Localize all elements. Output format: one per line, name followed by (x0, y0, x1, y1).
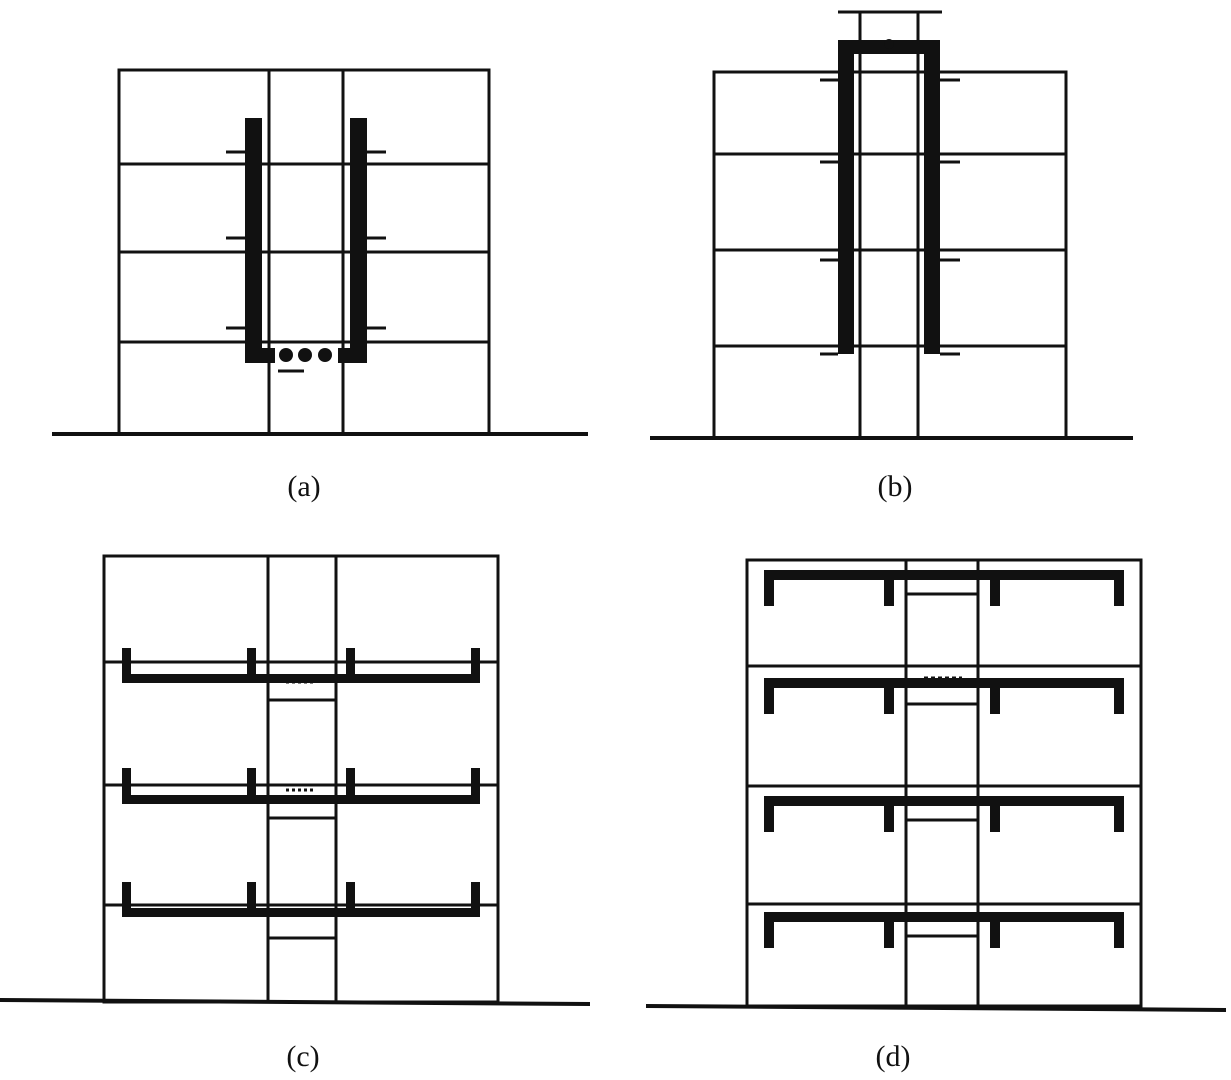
caption-a: (a) (287, 470, 321, 503)
tendon-level (122, 768, 480, 804)
tendon-level (122, 648, 480, 684)
tendon-level (764, 912, 1124, 948)
panel-c (0, 554, 591, 1006)
strand-dot (884, 39, 894, 49)
tendon-right-leg (924, 40, 940, 354)
panel-d (645, 558, 1227, 1012)
tendon-left-leg (245, 118, 262, 363)
tendon-level (122, 882, 480, 917)
building-outline (745, 558, 1143, 1008)
panel-a (52, 68, 588, 436)
tendon-level (764, 796, 1124, 832)
tendon-level (764, 676, 1124, 714)
building-outline (712, 70, 1068, 440)
tendon-right-leg (350, 118, 367, 363)
caption-b: (b) (877, 470, 913, 503)
caption-c: (c) (286, 1040, 320, 1073)
strand-dot (298, 348, 312, 362)
panel-b (650, 10, 1133, 440)
tendon-bottom (245, 348, 275, 363)
tendon-level (764, 570, 1124, 606)
building-outline (102, 554, 500, 1004)
strand-dot (279, 348, 293, 362)
ground-line (645, 1004, 1227, 1012)
caption-d: (d) (875, 1040, 911, 1073)
tendon-bottom (338, 348, 367, 363)
strand-dot (318, 348, 332, 362)
tendon-left-leg (838, 40, 854, 354)
